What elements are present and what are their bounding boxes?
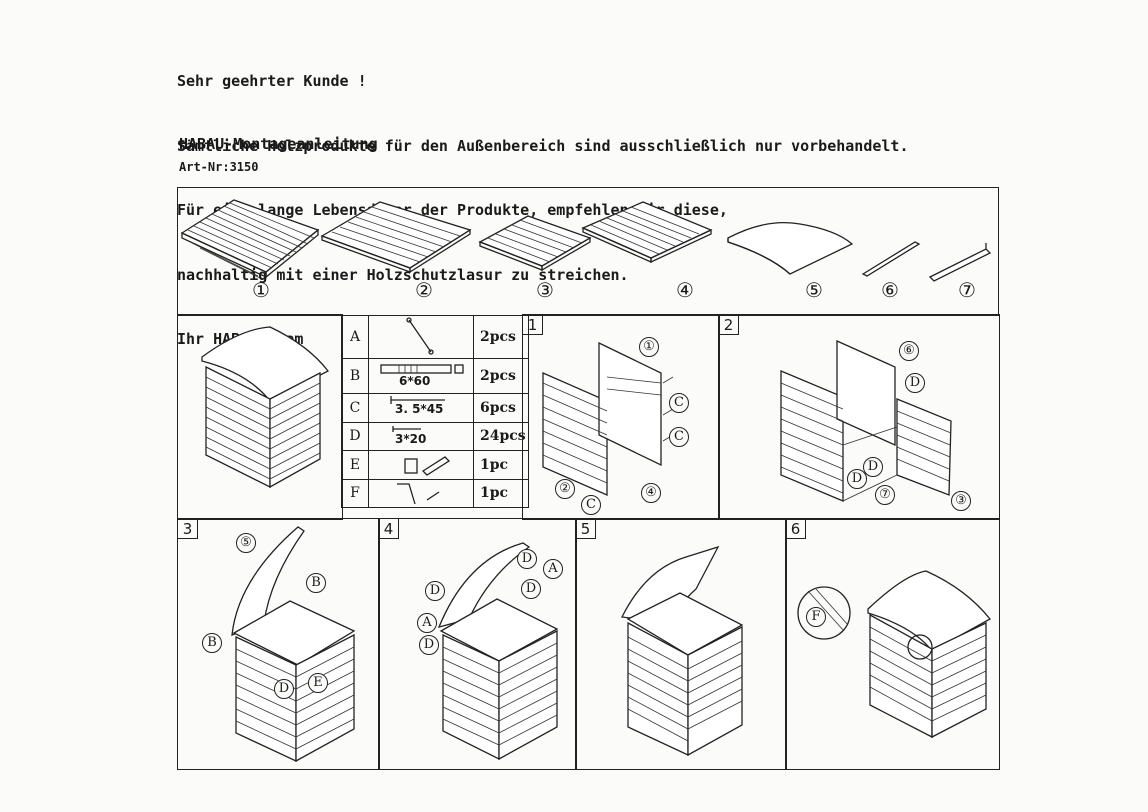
step-4-drawing	[437, 542, 559, 761]
part-label: ⑦	[875, 485, 895, 505]
step-1-drawing	[542, 341, 674, 496]
part-number-2: ②	[415, 278, 433, 302]
hardware-row: B 6*60 2pcs	[341, 358, 529, 394]
hardware-label: A	[543, 559, 563, 579]
hardware-qty: 24pcs	[473, 421, 529, 451]
intro-line: Sämtliche Holzprodukte für den Außenbere…	[177, 136, 909, 155]
step-number: 6	[786, 519, 806, 539]
hardware-label: D	[274, 679, 294, 699]
hardware-letter: A	[341, 315, 369, 359]
hardware-label: D	[905, 373, 925, 393]
hardware-qty: 2pcs	[473, 315, 529, 359]
step-3-panel: 3 ⑤ B B D E	[177, 518, 380, 770]
hardware-label: D	[847, 469, 867, 489]
hardware-table: A 2pcs B 6*60 2pcs C 3. 5*45 6pcs D 3*20…	[341, 315, 529, 508]
screw-short-icon: 3*20	[368, 421, 474, 451]
hook-icon	[368, 478, 474, 508]
hinge-rod-icon	[368, 315, 474, 359]
hardware-label: B	[202, 633, 222, 653]
part-number-1: ①	[252, 278, 270, 302]
hardware-letter: E	[341, 450, 369, 480]
step-1-panel: 1 ① C C ② C ④	[522, 314, 720, 520]
hardware-label: C	[581, 495, 601, 515]
part-label: ③	[951, 491, 971, 511]
hardware-letter: C	[341, 393, 369, 423]
hardware-label: C	[669, 427, 689, 447]
article-number: Art-Nr:3150	[179, 160, 259, 174]
step-2-drawing	[780, 339, 952, 502]
part-number-5: ⑤	[805, 278, 823, 302]
step-2-panel: 2 ⑥ D D D ⑦ ③	[718, 314, 1000, 520]
hardware-label: E	[308, 673, 328, 693]
step-number: 1	[523, 315, 543, 335]
part-label: ④	[641, 483, 661, 503]
screw-long-icon: 3. 5*45	[368, 393, 474, 423]
step-3-drawing	[231, 526, 356, 763]
hardware-label: A	[417, 613, 437, 633]
hardware-label: F	[806, 607, 826, 627]
panel-drawing-1	[180, 199, 992, 282]
assembled-box-drawing	[201, 326, 329, 489]
hardware-label: B	[306, 573, 326, 593]
page-title: HABAU-Montageanleitung	[179, 135, 378, 153]
hardware-letter: B	[341, 358, 369, 394]
part-label: ⑥	[899, 341, 919, 361]
hardware-spec: 3. 5*45	[395, 402, 444, 416]
hardware-label: D	[863, 457, 883, 477]
part-number-4: ④	[676, 278, 694, 302]
step-6-drawing	[797, 570, 991, 739]
hardware-label: D	[425, 581, 445, 601]
step-5-drawing	[621, 545, 744, 757]
parts-panel: ① ② ③ ④ ⑤ ⑥ ⑦	[177, 187, 999, 316]
hardware-label: D	[419, 635, 439, 655]
hardware-letter: D	[341, 421, 369, 451]
part-label: ①	[639, 337, 659, 357]
part-label: ⑤	[236, 533, 256, 553]
hardware-label: C	[669, 393, 689, 413]
hardware-label: D	[517, 549, 537, 569]
step-number: 5	[576, 519, 596, 539]
hardware-qty: 6pcs	[473, 393, 529, 423]
hardware-row: D 3*20 24pcs	[341, 421, 529, 451]
part-number-6: ⑥	[881, 278, 899, 302]
hardware-spec: 6*60	[399, 374, 431, 388]
overview-panel	[177, 314, 343, 520]
intro-line: nachhaltig mit einer Holzschutzlasur zu …	[177, 265, 629, 284]
hardware-spec: 3*20	[395, 431, 427, 446]
hardware-row: E 1pc	[341, 450, 529, 480]
step-number: 2	[719, 315, 739, 335]
hardware-qty: 1pc	[473, 478, 529, 508]
part-number-7: ⑦	[958, 278, 976, 302]
intro-line: Sehr geehrter Kunde !	[177, 72, 367, 90]
hardware-row: A 2pcs	[341, 315, 529, 359]
hardware-row: F 1pc	[341, 478, 529, 508]
hardware-label: D	[521, 579, 541, 599]
hardware-row: C 3. 5*45 6pcs	[341, 393, 529, 423]
part-number-3: ③	[536, 278, 554, 302]
step-5-panel: 5	[575, 518, 787, 770]
part-label: ②	[555, 479, 575, 499]
step-4-panel: 4 D A D A D D	[378, 518, 577, 770]
bracket-icon	[368, 450, 474, 480]
step-number: 4	[379, 519, 399, 539]
bolt-icon: 6*60	[368, 358, 474, 394]
hardware-qty: 1pc	[473, 450, 529, 480]
step-6-panel: 6 F	[785, 518, 1000, 770]
hardware-qty: 2pcs	[473, 358, 529, 394]
step-number: 3	[178, 519, 198, 539]
hardware-letter: F	[341, 478, 369, 508]
